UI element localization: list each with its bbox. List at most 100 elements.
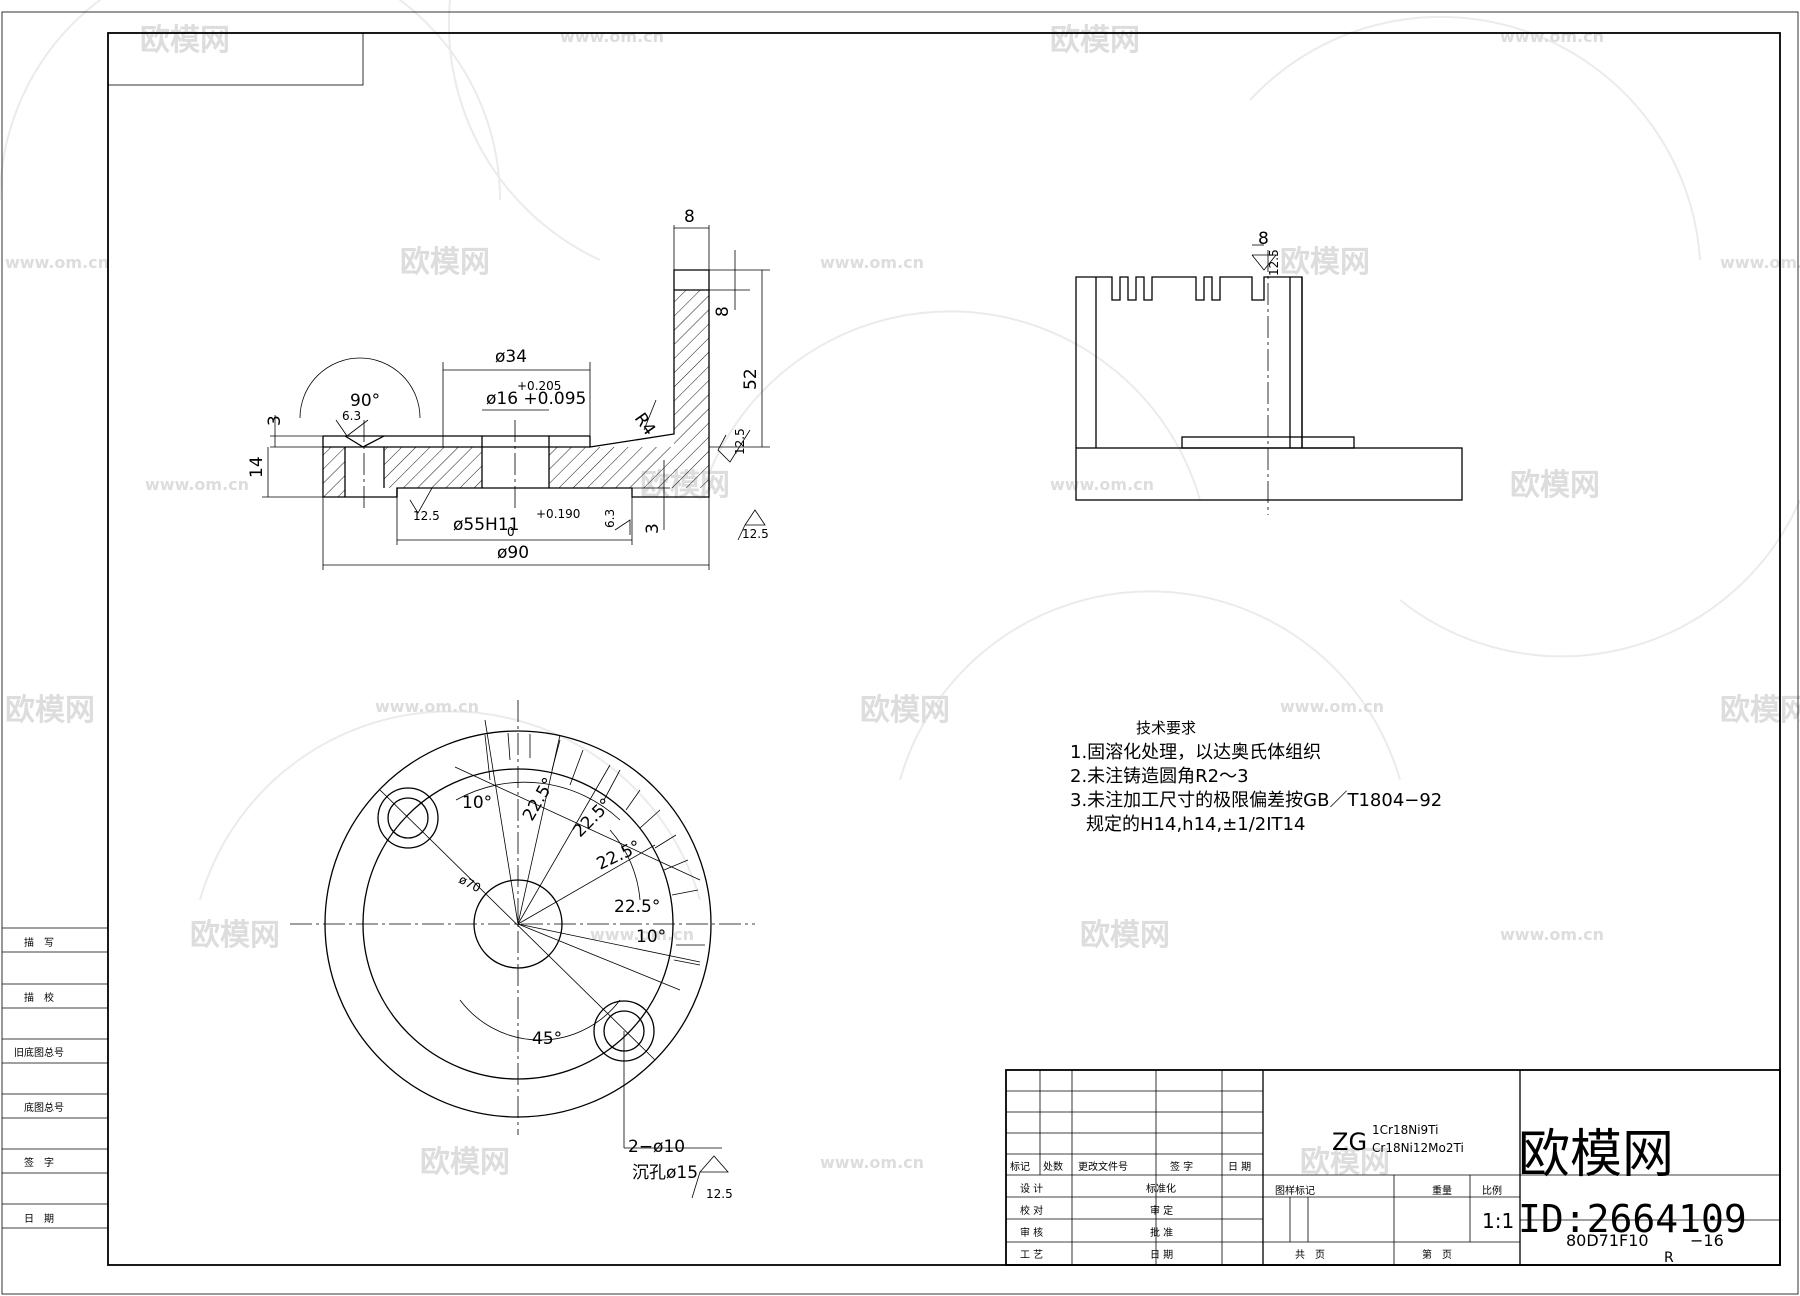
top-holes-2xd10: 2−ø10 — [628, 1137, 685, 1157]
tech-line-1: 1.固溶化处理，以达奥氏体组织 — [1070, 742, 1321, 763]
dim-d90: ø90 — [497, 543, 529, 563]
side-item-sign: 签 字 — [24, 1156, 54, 1169]
wm-url: www.om.cn — [1280, 697, 1384, 716]
tb-process: 工 艺 — [1020, 1249, 1043, 1261]
tb-sheet-no: 第 页 — [1422, 1248, 1452, 1261]
wm-brand: 欧模网 — [1720, 693, 1800, 728]
wm-url: www.om.cn — [1720, 253, 1800, 272]
side-view: 8 12.5 — [1075, 229, 1463, 515]
tb-scale-value: 1:1 — [1482, 1209, 1514, 1233]
tb-r-mark: R — [1664, 1250, 1674, 1266]
roughness-12-5-right: 12.5 — [742, 527, 769, 541]
top-angle-22-4: 22.5° — [614, 897, 660, 917]
tb-rev-date: 日 期 — [1228, 1161, 1251, 1173]
wm-url: www.om.cn — [375, 697, 479, 716]
tb-material-2: Cr18Ni12Mo2Ti — [1372, 1141, 1464, 1155]
wm-brand: 欧模网 — [190, 918, 280, 953]
tb-review: 审 定 — [1150, 1204, 1173, 1217]
wm-brand: 欧模网 — [5, 693, 95, 728]
roughness-6-3: 6.3 — [342, 409, 361, 423]
wm-url: www.om.cn — [820, 1153, 924, 1172]
wm-brand: 欧模网 — [1510, 468, 1600, 503]
dim-3-left: 3 — [265, 415, 285, 426]
side-item-date: 日 期 — [24, 1213, 54, 1225]
tech-line-2: 2.未注铸造圆角R2～3 — [1070, 766, 1249, 787]
front-section-view: 90° 6.3 ø34 +0.205 ø16 +0.095 3 14 8 8 5… — [247, 207, 1277, 570]
dim-3-bottom: 3 — [643, 523, 663, 534]
tb-part-suffix: −16 — [1690, 1231, 1724, 1250]
top-dim-d70: ø70 — [457, 872, 484, 895]
top-view: 10° 22.5° 22.5° 22.5° 22.5° 10° ø70 45° … — [290, 700, 755, 1201]
dim-d55-lower: 0 — [507, 525, 515, 539]
watermark-id: ID:2664109 — [1518, 1197, 1747, 1241]
top-angle-22-2: 22.5° — [569, 795, 616, 842]
tech-title: 技术要求 — [1136, 719, 1196, 737]
wm-url: www.om.cn — [1050, 475, 1154, 494]
tb-check: 校 对 — [1020, 1204, 1043, 1217]
wm-brand: 欧模网 — [860, 693, 950, 728]
side-item-base-no: 底图总号 — [24, 1101, 64, 1114]
wm-brand: 欧模网 — [1050, 23, 1140, 58]
tech-line-4: 规定的H14,h14,±1/2IT14 — [1086, 814, 1305, 835]
dim-tol-upper: +0.205 — [517, 379, 561, 393]
tech-line-3: 3.未注加工尺寸的极限偏差按GB／T1804−92 — [1070, 790, 1442, 811]
watermark-layer: 欧模网 欧模网 www.om.cn www.om.cn 欧模网 欧模网 www.… — [0, 0, 1800, 1180]
watermark-brand-large: 欧模网 — [1518, 1125, 1674, 1185]
side-item-old-base-no: 旧底图总号 — [14, 1046, 64, 1059]
dim-d55: ø55H11 — [453, 515, 519, 535]
wm-brand: 欧模网 — [1080, 918, 1170, 953]
sheet-border — [1, 11, 1799, 1295]
tb-rev-doc: 更改文件号 — [1078, 1160, 1128, 1173]
technical-requirements: 技术要求 1.固溶化处理，以达奥氏体组织 2.未注铸造圆角R2～3 3.未注加工… — [1070, 719, 1442, 835]
dim-52: 52 — [741, 368, 761, 390]
wm-brand: 欧模网 — [1300, 1145, 1390, 1180]
wm-url: www.om.cn — [590, 925, 694, 944]
tb-rev-sign: 签 字 — [1170, 1160, 1193, 1173]
tb-approve: 批 准 — [1150, 1226, 1173, 1239]
tb-rev-count: 处数 — [1043, 1160, 1063, 1173]
top-angle-10-bottom: 10° — [636, 927, 666, 947]
wm-url: www.om.cn — [5, 253, 109, 272]
top-angle-45: 45° — [532, 1029, 562, 1049]
dim-8-top: 8 — [684, 207, 695, 227]
tb-scale-label: 比例 — [1482, 1184, 1502, 1197]
side-item-trace-check: 描 校 — [24, 991, 54, 1004]
tb-stage-label: 图样标记 — [1275, 1184, 1315, 1197]
dim-r4: R4 — [630, 409, 659, 439]
wm-brand: 欧模网 — [140, 23, 230, 58]
wm-url: www.om.cn — [145, 475, 249, 494]
wm-url: www.om.cn — [560, 27, 664, 46]
wm-brand: 欧模网 — [1280, 245, 1370, 280]
title-block: 标记 处数 更改文件号 签 字 日 期 设 计 标准化 校 对 审 定 审 核 … — [1005, 1069, 1781, 1266]
roughness-12-5-mid: 12.5 — [733, 428, 747, 455]
wm-url: www.om.cn — [1500, 925, 1604, 944]
side-item-draw: 描 写 — [24, 936, 54, 949]
wm-brand: 欧模网 — [400, 245, 490, 280]
side-roughness-12-5: 12.5 — [1267, 249, 1281, 276]
roughness-12-5-left: 12.5 — [413, 509, 440, 523]
tb-rev-mark: 标记 — [1010, 1161, 1030, 1173]
top-roughness-12-5: 12.5 — [706, 1187, 733, 1201]
side-dim-8: 8 — [1258, 229, 1269, 249]
tb-audit: 审 核 — [1020, 1226, 1043, 1239]
tb-sheets-total: 共 页 — [1295, 1249, 1325, 1261]
roughness-6-3-b: 6.3 — [603, 509, 617, 528]
dim-8-side: 8 — [713, 306, 733, 317]
watermark-logo: 欧模网 ID:2664109 — [1518, 1125, 1747, 1241]
top-counterbore-d15: 沉孔ø15 — [632, 1163, 698, 1183]
wm-url: www.om.cn — [1500, 27, 1604, 46]
side-panel: 描 写 描 校 旧底图总号 底图总号 签 字 日 期 — [2, 927, 108, 1229]
wm-brand: 欧模网 — [420, 1145, 510, 1180]
tb-material-prefix: ZG — [1332, 1128, 1367, 1156]
top-angle-10-top: 10° — [462, 793, 492, 813]
tb-design: 设 计 — [1020, 1182, 1043, 1195]
dim-angle-90: 90° — [350, 391, 380, 411]
dim-14: 14 — [247, 456, 267, 478]
tb-weight-label: 重量 — [1432, 1184, 1452, 1197]
wm-url: www.om.cn — [820, 253, 924, 272]
tb-standardize: 标准化 — [1146, 1182, 1176, 1195]
tb-date: 日 期 — [1150, 1249, 1173, 1261]
tb-part-no: 80D71F10 — [1566, 1231, 1649, 1250]
dim-d55-upper: +0.190 — [536, 507, 580, 521]
